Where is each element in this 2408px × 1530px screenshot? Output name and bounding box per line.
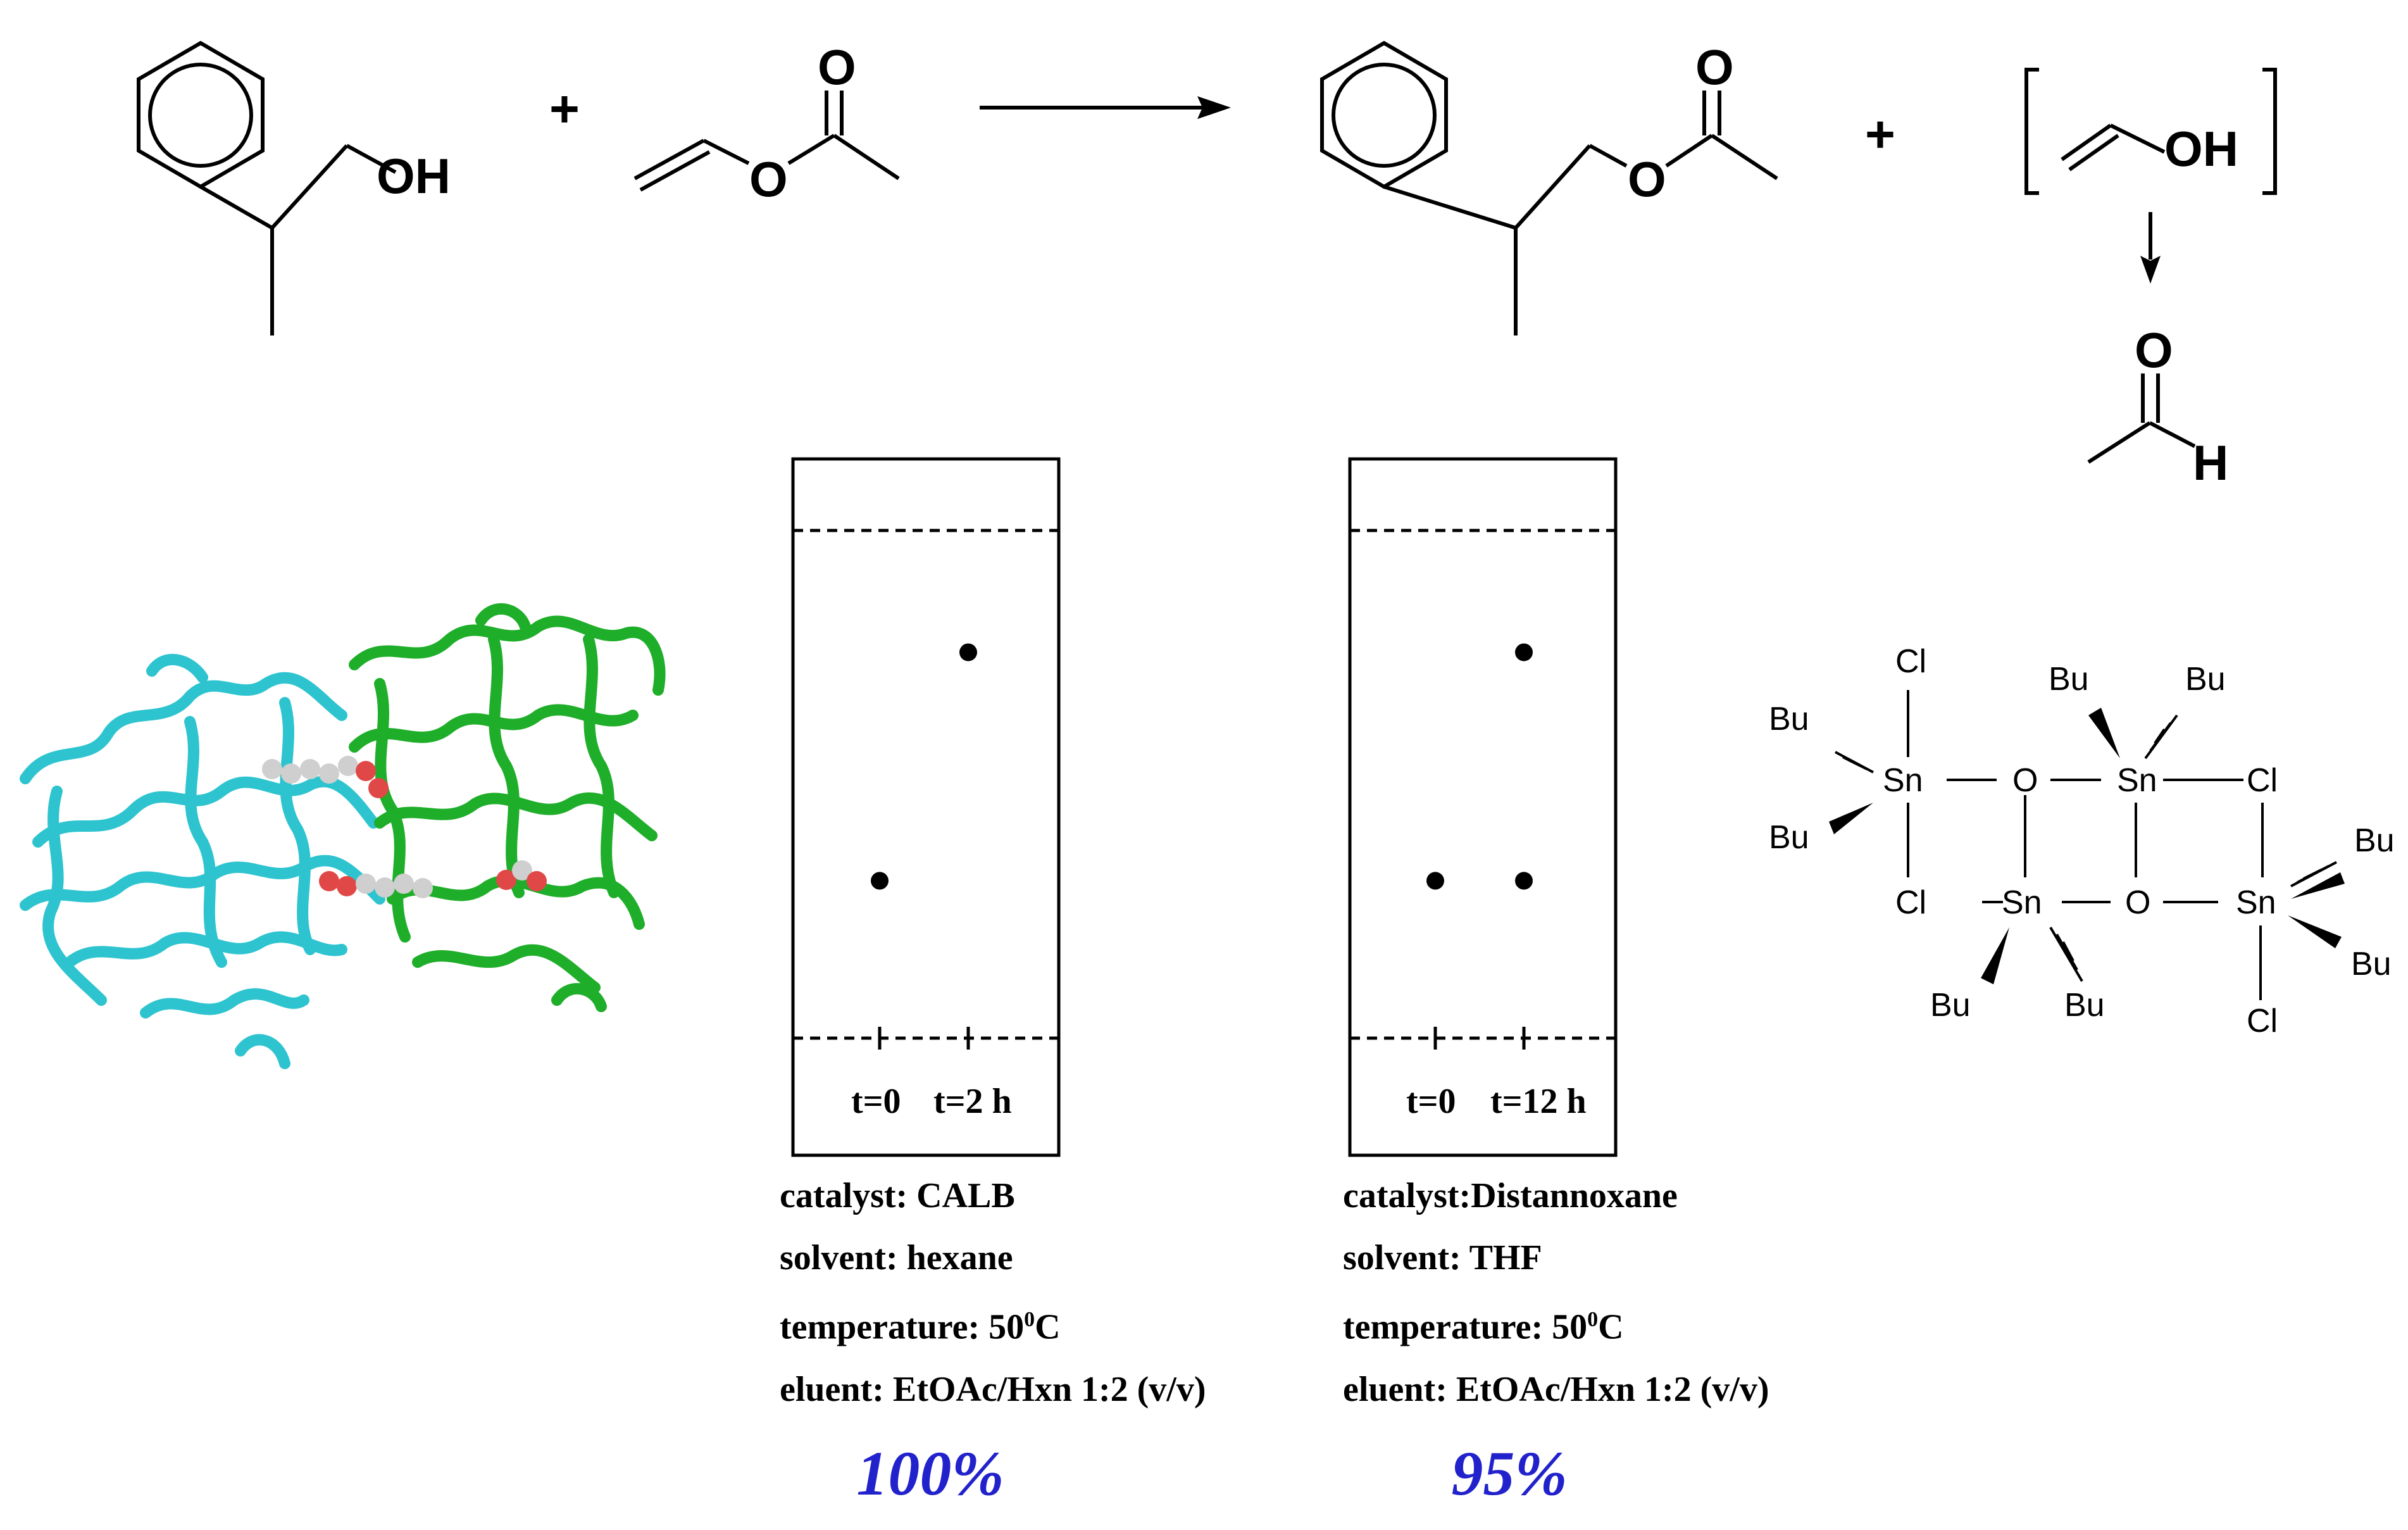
sn-atom-3: Sn bbox=[2002, 884, 2042, 921]
vinyl-acetate-ester-oxygen: O bbox=[749, 151, 788, 207]
tlc-plate-1-lane1-label: t=0 bbox=[851, 1082, 901, 1121]
chlorine-atom-2: Cl bbox=[1895, 884, 1926, 921]
tlc-plate-2-temperature-unit: C bbox=[1598, 1307, 1624, 1347]
tlc-plate-1-eluent: eluent: EtOAc/Hxn 1:2 (v/v) bbox=[780, 1369, 1206, 1409]
chlorine-atom-1: Cl bbox=[1895, 643, 1926, 680]
tlc-plate-1-lane1-spot-1 bbox=[871, 872, 889, 890]
butyl-group-3: Bu bbox=[2049, 661, 2089, 698]
sn-atom-1: Sn bbox=[1883, 762, 1923, 799]
tlc-plate-1-solvent: solvent: hexane bbox=[780, 1238, 1013, 1277]
acetaldehyde-oxygen: O bbox=[2135, 322, 2173, 378]
tlc-plate-1-lane2-label: t=2 h bbox=[933, 1082, 1012, 1121]
tlc-plate-2-lane2-spot-2 bbox=[1515, 643, 1533, 662]
tlc-plate-2-temperature-value: temperature: 50 bbox=[1343, 1307, 1588, 1347]
tlc-plate-2-temperature-superscript: 0 bbox=[1587, 1308, 1599, 1331]
hydroxyl-label: OH bbox=[377, 148, 451, 204]
tlc-plate-2-lane2-label: t=12 h bbox=[1490, 1082, 1587, 1121]
tlc-plate-1-yield: 100% bbox=[856, 1438, 1004, 1508]
tlc-plate-1-temperature: temperature: 500C bbox=[780, 1289, 1206, 1358]
sn-atom-2: Sn bbox=[2117, 762, 2157, 799]
tlc-plate-1-spots bbox=[871, 643, 977, 890]
butyl-group-7: Bu bbox=[1930, 987, 1971, 1024]
protein-chain-a bbox=[20, 654, 385, 1069]
tlc-plate-2-solvent: solvent: THF bbox=[1343, 1238, 1542, 1277]
chlorine-atom-3: Cl bbox=[2247, 762, 2278, 799]
protein-chain-b bbox=[349, 603, 666, 1012]
distannoxane-structure: Sn Sn Sn Sn O O Cl Cl Cl Cl Bu Bu Bu Bu … bbox=[1769, 643, 2395, 1039]
reactant-vinyl-acetate bbox=[633, 91, 900, 192]
reactant-phenylpropanol bbox=[137, 41, 397, 335]
product-phenylpropyl-acetate bbox=[1320, 41, 1778, 335]
tlc-plate-2-spots bbox=[1426, 643, 1533, 890]
tlc-plate-1-temperature-superscript: 0 bbox=[1024, 1308, 1035, 1331]
protein-structure-image bbox=[20, 603, 666, 1069]
oxygen-atom-1: O bbox=[2012, 762, 2038, 799]
tlc-plate-1-catalyst: catalyst: CALB bbox=[780, 1176, 1015, 1215]
plus-sign-2: + bbox=[1865, 106, 1895, 163]
product-carbonyl-oxygen: O bbox=[1695, 39, 1734, 95]
vinyl-alcohol-hydroxyl: OH bbox=[2164, 121, 2238, 177]
oxygen-atom-2: O bbox=[2125, 884, 2150, 921]
acetaldehyde-hydrogen: H bbox=[2193, 435, 2228, 491]
tlc-plate-2-lane1-spot-1 bbox=[1426, 872, 1444, 890]
plus-sign-1: + bbox=[549, 80, 580, 138]
sn-atom-4: Sn bbox=[2236, 884, 2276, 921]
tlc-plate-1-conditions: catalyst: CALB solvent: hexane temperatu… bbox=[780, 1165, 1206, 1420]
tlc-plate-1-temperature-unit: C bbox=[1035, 1307, 1061, 1347]
bound-ligands bbox=[262, 756, 547, 898]
tlc-plate-2-temperature: temperature: 500C bbox=[1343, 1289, 1769, 1358]
tlc-plate-2-catalyst: catalyst:Distannoxane bbox=[1343, 1176, 1678, 1215]
butyl-group-5: Bu bbox=[2354, 822, 2395, 859]
tlc-plate-2-lane1-label: t=0 bbox=[1406, 1082, 1456, 1121]
acetaldehyde bbox=[2087, 373, 2196, 464]
tlc-plate-1-frame bbox=[791, 457, 1061, 1157]
tlc-plate-2-lane2-spot-1 bbox=[1515, 872, 1533, 890]
distannoxane-bonds bbox=[1907, 690, 2264, 1000]
tlc-plate-2-conditions: catalyst:Distannoxane solvent: THF tempe… bbox=[1343, 1165, 1769, 1420]
product-ester-oxygen: O bbox=[1628, 151, 1666, 207]
butyl-group-4: Bu bbox=[2185, 661, 2226, 698]
tlc-plate-1-temperature-value: temperature: 50 bbox=[780, 1307, 1025, 1347]
tlc-plate-1-lane2-spot-1 bbox=[959, 643, 977, 662]
butyl-group-8: Bu bbox=[2064, 987, 2105, 1024]
vinyl-acetate-carbonyl-oxygen: O bbox=[818, 39, 856, 95]
vinyl-alcohol-intermediate bbox=[2024, 68, 2277, 195]
distannoxane-stereo-bonds bbox=[1829, 708, 2345, 984]
tlc-plate-2: t=0 t=12 h bbox=[1348, 457, 1618, 1157]
butyl-group-1: Bu bbox=[1769, 701, 1809, 737]
tlc-plate-2-frame bbox=[1348, 457, 1618, 1157]
butyl-group-2: Bu bbox=[1769, 819, 1809, 856]
tlc-plate-2-yield: 95% bbox=[1451, 1438, 1568, 1508]
tlc-plate-1: t=0 t=2 h bbox=[791, 457, 1061, 1157]
tlc-plate-2-eluent: eluent: EtOAc/Hxn 1:2 (v/v) bbox=[1343, 1369, 1769, 1409]
butyl-group-6: Bu bbox=[2351, 946, 2392, 982]
tautomerization-arrow bbox=[2140, 212, 2161, 284]
reaction-arrow bbox=[980, 96, 1231, 119]
chlorine-atom-4: Cl bbox=[2247, 1003, 2278, 1039]
